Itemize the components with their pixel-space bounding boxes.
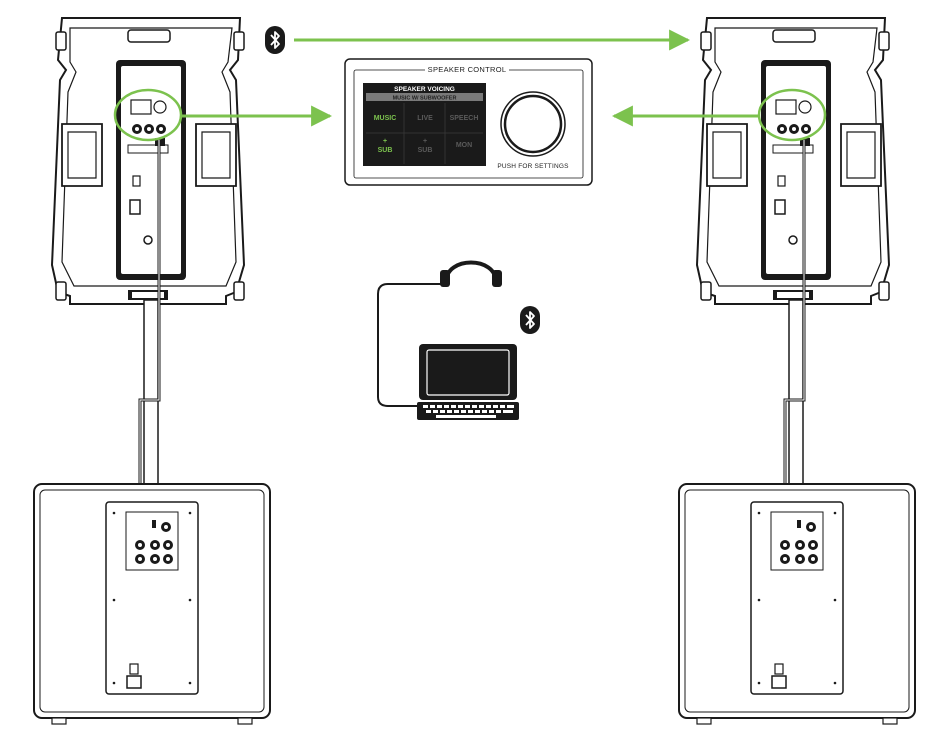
settings-knob[interactable] bbox=[500, 91, 566, 157]
tile-speech-label: SPEECH bbox=[450, 115, 479, 122]
speaker-control-panel: SPEAKER CONTROL SPEAKER VOICING MUSIC W/… bbox=[344, 58, 593, 186]
bluetooth-icon bbox=[265, 26, 285, 54]
tile-mon[interactable]: MON bbox=[456, 142, 472, 149]
laptop-icon bbox=[417, 344, 519, 420]
bluetooth-icon bbox=[520, 306, 540, 334]
tile-music-label: MUSIC bbox=[374, 115, 397, 122]
tile-live-label: LIVE bbox=[417, 115, 433, 122]
voicing-screen: SPEAKER VOICING MUSIC W/ SUBWOOFER MUSIC… bbox=[363, 83, 486, 166]
tile-speech[interactable]: SPEECH bbox=[450, 115, 479, 122]
tile-plus-sub-label: SUB bbox=[378, 147, 393, 154]
tile-live[interactable]: LIVE bbox=[417, 115, 433, 122]
tile-plus-sub-prefix-2: + bbox=[423, 138, 427, 145]
knob-caption: PUSH FOR SETTINGS bbox=[497, 163, 569, 170]
speaker-control-title: SPEAKER CONTROL bbox=[428, 65, 507, 74]
tile-plus-sub-label-2: SUB bbox=[418, 147, 433, 154]
tile-mon-label: MON bbox=[456, 142, 472, 149]
right-subwoofer bbox=[678, 483, 916, 725]
headphone-cable bbox=[377, 283, 443, 407]
left-subwoofer bbox=[33, 483, 271, 725]
tile-plus-sub-prefix: + bbox=[383, 138, 387, 145]
screen-header: SPEAKER VOICING bbox=[394, 86, 455, 93]
tile-music[interactable]: MUSIC bbox=[374, 115, 397, 122]
left-top-speaker bbox=[51, 17, 245, 305]
tile-plus-sub-inactive[interactable]: + SUB bbox=[418, 138, 433, 154]
tile-plus-sub-active[interactable]: + SUB bbox=[378, 138, 393, 154]
screen-subheader: MUSIC W/ SUBWOOFER bbox=[393, 96, 457, 102]
headphones-icon bbox=[440, 260, 502, 287]
right-top-speaker bbox=[696, 17, 890, 305]
